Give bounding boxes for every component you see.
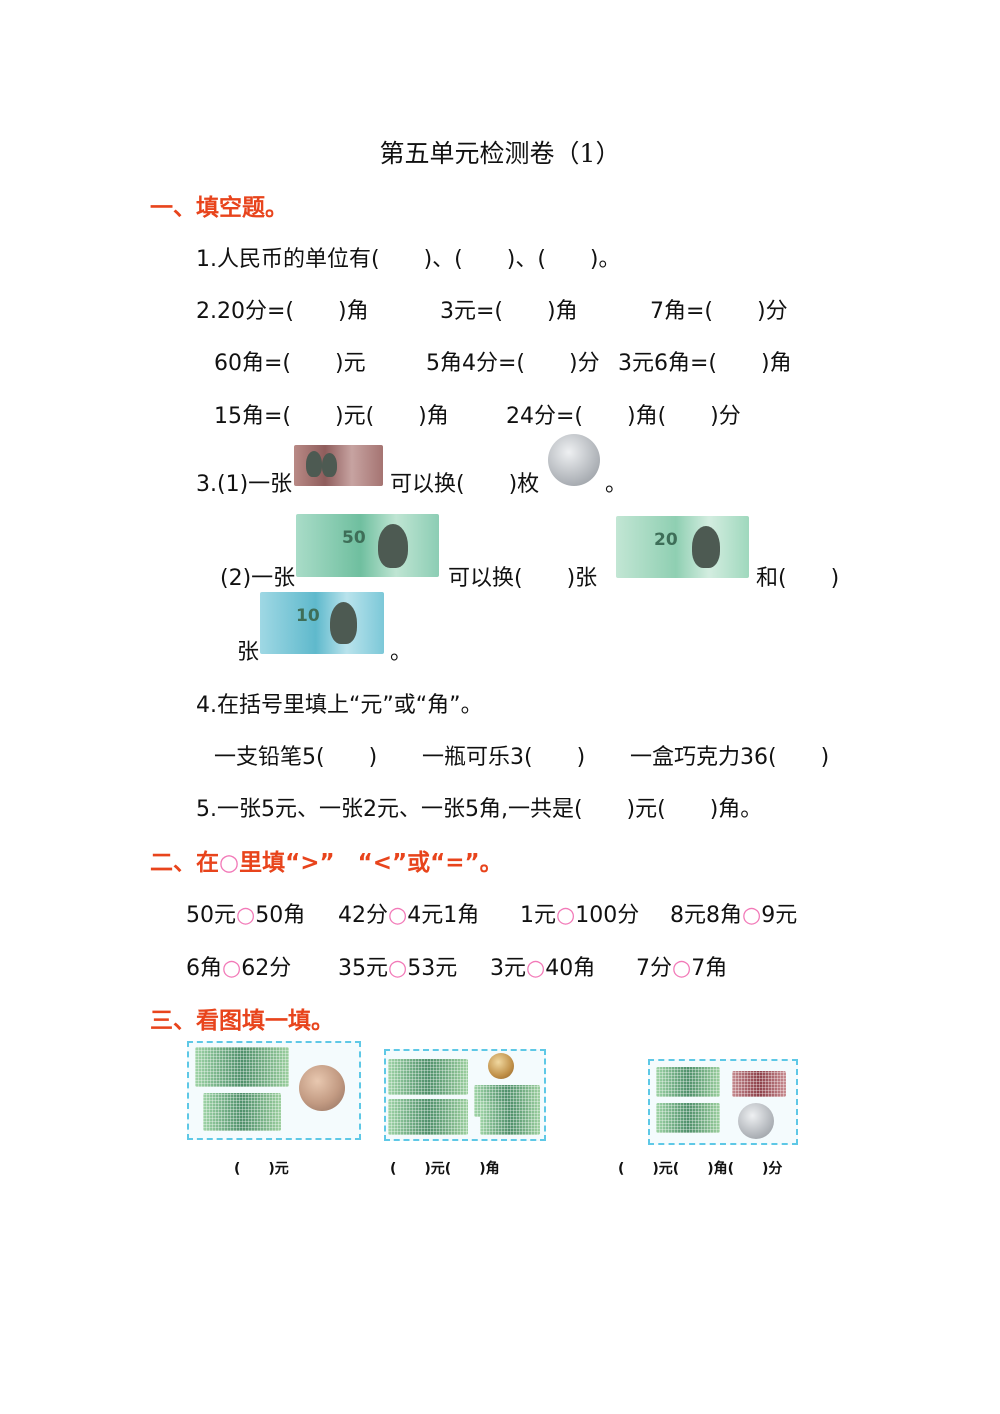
compare-right: 50角 [255, 903, 306, 928]
q3-2-suffix: 。 [390, 640, 413, 665]
compare-left: 50元 [186, 903, 236, 928]
compare-left: 42分 [338, 903, 388, 928]
compare-right: 7角 [691, 956, 728, 981]
twenty-yuan-note-image: 20 [616, 516, 749, 578]
picture-2-caption: ( )元( )角 [390, 1161, 500, 1177]
compare-left: 8元8角 [670, 903, 742, 928]
section2-heading-start: 二、在 [150, 850, 219, 876]
question-1: 1.人民币的单位有( )、( )、( )。 [196, 247, 621, 272]
compare-circle[interactable]: ○ [236, 903, 256, 928]
q2-item-7: 15角=( )元( )角 [214, 404, 449, 429]
q2-item-5: 5角4分=( )分 [426, 351, 600, 376]
two-fen-coin-image [548, 434, 600, 486]
banknote-image [388, 1059, 468, 1095]
coin-image [738, 1103, 774, 1139]
banknote-image [656, 1103, 720, 1133]
compare-right: 4元1角 [407, 903, 480, 928]
compare-right: 9元 [761, 903, 798, 928]
compare-left: 7分 [636, 956, 672, 981]
compare-left: 1元 [520, 903, 556, 928]
q3-1-suffix: 。 [605, 472, 628, 497]
compare-left: 6角 [186, 956, 222, 981]
q3-2-middle: 可以换( )张 [448, 566, 598, 591]
compare-item: 7分○7角 [636, 950, 727, 982]
q3-1-prefix: 3.(1)一张 [196, 472, 293, 497]
money-picture-3 [648, 1059, 798, 1145]
compare-item: 50元○50角 [186, 897, 305, 929]
page-title: 第五单元检测卷（1） [379, 139, 621, 168]
compare-right: 62分 [241, 956, 292, 981]
q4-item-3: 一盒巧克力36( ) [630, 745, 830, 770]
section1-heading: 一、填空题。 [150, 195, 288, 221]
fifty-yuan-note-image: 50 [296, 514, 439, 577]
section2-heading: 二、在○里填“>” “<”或“=”。 [150, 843, 503, 877]
compare-circle[interactable]: ○ [742, 903, 762, 928]
q2-item-2: 3元=( )角 [440, 299, 578, 324]
money-picture-1 [187, 1041, 361, 1140]
coin-image [488, 1053, 514, 1079]
question-4: 4.在括号里填上“元”或“角”。 [196, 693, 483, 718]
picture-1-caption: ( )元 [234, 1161, 289, 1177]
compare-item: 42分○4元1角 [338, 897, 479, 929]
compare-right: 40角 [545, 956, 596, 981]
coin-image [299, 1065, 345, 1111]
compare-item: 6角○62分 [186, 950, 291, 982]
banknote-image [388, 1099, 468, 1135]
q2-item-6: 3元6角=( )角 [618, 351, 792, 376]
banknote-image [203, 1093, 281, 1131]
question-5: 5.一张5元、一张2元、一张5角,一共是( )元( )角。 [196, 797, 763, 822]
twenty-yuan-note-value: 20 [654, 530, 678, 550]
compare-circle[interactable]: ○ [526, 956, 546, 981]
compare-circle[interactable]: ○ [556, 903, 576, 928]
q4-item-2: 一瓶可乐3( ) [422, 745, 586, 770]
q2-item-3: 7角=( )分 [650, 299, 788, 324]
q2-item-4: 60角=( )元 [214, 351, 366, 376]
compare-item: 1元○100分 [520, 897, 639, 929]
q2-item-8: 24分=( )角( )分 [506, 404, 741, 429]
compare-right: 53元 [407, 956, 458, 981]
money-picture-2 [384, 1049, 546, 1141]
q3-2-line2: 张 [237, 640, 260, 665]
compare-item: 3元○40角 [490, 950, 595, 982]
q2-item-1: 2.20分=( )角 [196, 299, 369, 324]
q3-2-prefix: (2)一张 [220, 566, 296, 591]
section2-heading-end: 里填“>” “<”或“=”。 [239, 850, 503, 876]
fifty-yuan-note-value: 50 [342, 528, 366, 548]
banknote-image [656, 1067, 720, 1097]
banknote-image [732, 1071, 786, 1097]
ten-yuan-note-value: 10 [296, 606, 320, 626]
ten-yuan-note-image: 10 [260, 592, 384, 654]
compare-right: 100分 [575, 903, 640, 928]
banknote-image [480, 1101, 540, 1135]
q4-item-1: 一支铅笔5( ) [214, 745, 378, 770]
one-jiao-note-image [294, 445, 383, 486]
compare-left: 3元 [490, 956, 526, 981]
picture-3-caption: ( )元( )角( )分 [618, 1161, 783, 1177]
section3-heading: 三、看图填一填。 [150, 1008, 334, 1034]
compare-circle[interactable]: ○ [388, 956, 408, 981]
compare-circle[interactable]: ○ [388, 903, 408, 928]
banknote-image [195, 1047, 289, 1087]
compare-circle[interactable]: ○ [672, 956, 692, 981]
compare-circle[interactable]: ○ [222, 956, 242, 981]
q3-1-middle: 可以换( )枚 [390, 472, 540, 497]
compare-left: 35元 [338, 956, 388, 981]
compare-item: 35元○53元 [338, 950, 457, 982]
q3-2-and: 和( ) [756, 566, 840, 591]
compare-item: 8元8角○9元 [670, 897, 797, 929]
compare-circle-icon: ○ [219, 850, 240, 876]
